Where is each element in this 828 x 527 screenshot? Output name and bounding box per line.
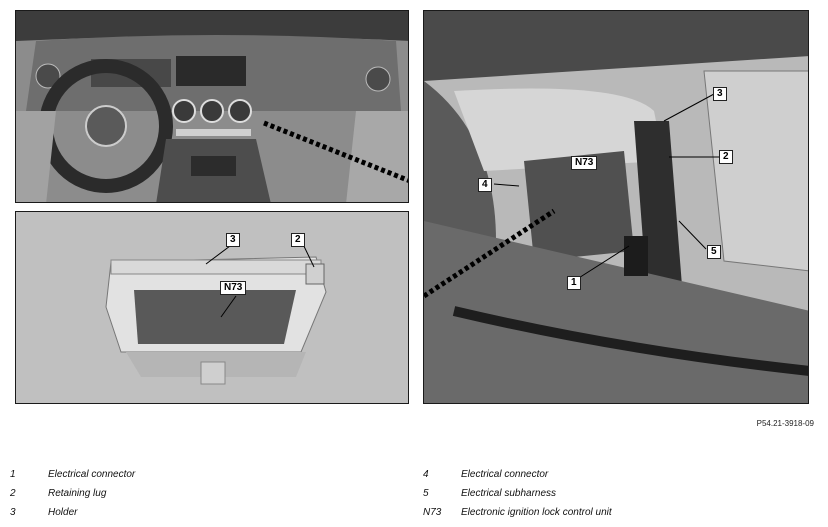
legend-item: 1 Electrical connector xyxy=(10,465,135,484)
legend-number: 5 xyxy=(423,488,429,499)
legend-item: 2 Retaining lug xyxy=(10,484,135,503)
installation-detail-drawing xyxy=(424,11,808,403)
figure-reference: P54.21-3918-09 xyxy=(756,419,814,428)
legend-text: Electrical connector xyxy=(48,469,136,480)
control-unit-illustration: 3 2 N73 xyxy=(15,211,409,404)
legend-item: 5 Electrical subharness xyxy=(423,484,612,503)
callout-detail-electrical-connector-4: 4 xyxy=(478,178,492,192)
callout-retaining-lug: 2 xyxy=(291,233,305,247)
callout-control-unit: N73 xyxy=(220,281,247,295)
legend-left-column: 1 Electrical connector 2 Retaining lug 3 Ho… xyxy=(10,465,135,522)
callout-detail-retaining-lug: 2 xyxy=(719,150,733,164)
callout-detail-electrical-subharness: 5 xyxy=(707,245,721,259)
legend-number: 3 xyxy=(10,507,16,518)
control-unit-drawing xyxy=(16,212,408,403)
dashboard-overview-illustration xyxy=(15,10,409,203)
legend-text: Electrical connector xyxy=(461,469,549,480)
callout-detail-holder: 3 xyxy=(713,87,727,101)
callout-detail-control-unit: N73 xyxy=(571,156,598,170)
legend-text: Holder xyxy=(48,507,78,518)
legend-item: N73 Electronic ignition lock control unit xyxy=(423,503,612,522)
legend-item: 3 Holder xyxy=(10,503,135,522)
dashboard-drawing xyxy=(16,11,408,202)
installation-detail-illustration: 3 2 N73 4 1 5 xyxy=(423,10,809,404)
legend-text: Electrical subharness xyxy=(461,488,557,499)
legend-text: Retaining lug xyxy=(48,488,107,499)
legend-item: 4 Electrical connector xyxy=(423,465,612,484)
callout-holder: 3 xyxy=(226,233,240,247)
legend-text: Electronic ignition lock control unit xyxy=(461,507,612,518)
legend-number: 4 xyxy=(423,469,429,480)
legend-right-column: 4 Electrical connector 5 Electrical subhar… xyxy=(423,465,612,522)
legend-number: 2 xyxy=(10,488,16,499)
legend-number: 1 xyxy=(10,469,16,480)
callout-detail-electrical-connector-1: 1 xyxy=(567,276,581,290)
legend-number: N73 xyxy=(423,507,442,518)
